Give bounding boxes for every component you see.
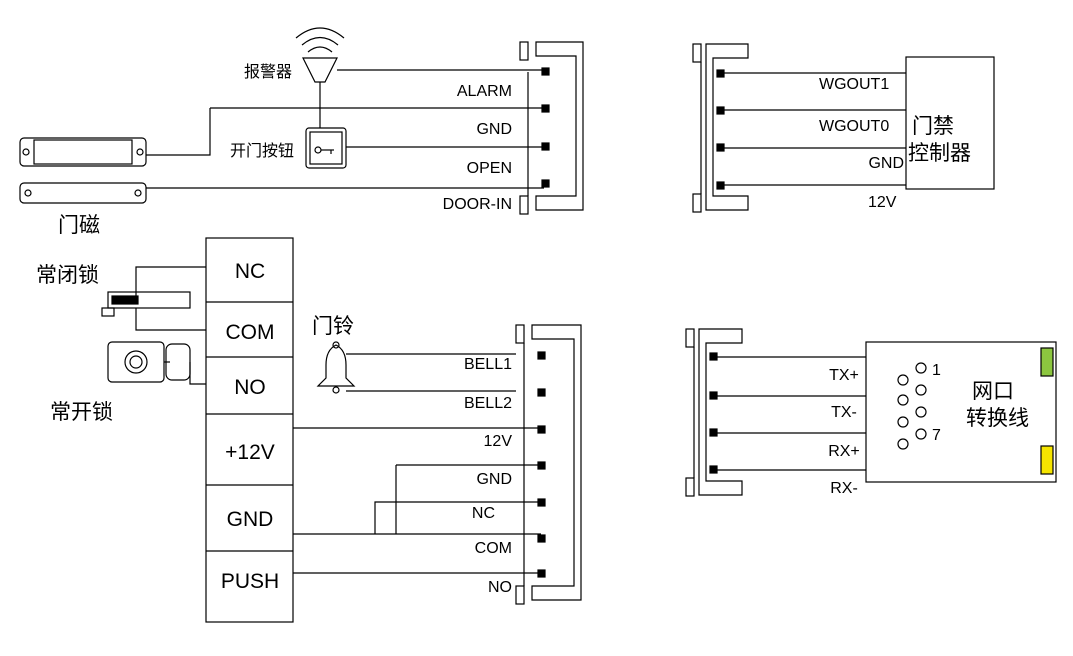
pin-bell2-label: BELL2 xyxy=(464,395,512,412)
converter-label-line2: 转换线 xyxy=(966,406,1029,430)
yellow-led-icon xyxy=(1040,445,1054,475)
door-button-label: 开门按钮 xyxy=(230,141,294,160)
nc-lock-label: 常闭锁 xyxy=(36,263,99,287)
alarm-device-label: 报警器 xyxy=(244,62,292,81)
wiegand-connector xyxy=(692,43,749,213)
terminal-12v-label: +12V xyxy=(225,441,275,464)
green-led-icon xyxy=(1040,347,1054,377)
pin-gnd-label: GND xyxy=(476,121,512,138)
wiegand-section: WGOUT1 WGOUT0 GND 12V 门禁 控制器 xyxy=(692,43,995,213)
pin-gnd-label: GND xyxy=(868,155,904,172)
pin-bell1-label: BELL1 xyxy=(464,356,512,373)
pin-tx-minus-label: TX- xyxy=(831,404,857,421)
terminal-nc-label: NC xyxy=(235,260,265,283)
alarm-section: 报警器 开门按钮 门磁 ALARM GND xyxy=(19,27,584,237)
network-section: 1 7 网口 转换线 TX+ TX- RX+ RX- xyxy=(685,328,1057,497)
nc-lock-icon xyxy=(101,291,191,317)
pin-gnd-label: GND xyxy=(476,471,512,488)
alarm-siren-icon xyxy=(295,27,345,83)
pin-12v-label: 12V xyxy=(868,194,897,211)
pin-rx-plus-label: RX+ xyxy=(828,443,860,460)
pin-alarm-label: ALARM xyxy=(457,83,512,100)
door-sensor-label: 门磁 xyxy=(58,213,100,237)
pin-wgout1-label: WGOUT1 xyxy=(819,76,889,93)
relay-terminal-block xyxy=(205,237,294,623)
relay-section: NC COM NO +12V GND PUSH 常闭锁 常开锁 xyxy=(36,237,582,623)
controller-label-line1: 门禁 xyxy=(912,114,954,138)
pin-rx-minus-label: RX- xyxy=(830,480,858,497)
door-button-icon xyxy=(305,127,347,169)
pin-com-label: COM xyxy=(475,540,512,557)
terminal-no-label: NO xyxy=(234,376,266,399)
converter-label-line1: 网口 xyxy=(972,379,1014,403)
alarm-connector xyxy=(519,41,584,215)
pin-open-label: OPEN xyxy=(467,160,512,177)
terminal-gnd-label: GND xyxy=(227,508,274,531)
door-bell-icon xyxy=(316,341,356,394)
terminal-com-label: COM xyxy=(226,321,275,344)
pin-tx-plus-label: TX+ xyxy=(829,367,859,384)
pin-no-label: NO xyxy=(488,579,512,596)
pin-12v-label: 12V xyxy=(484,433,513,450)
no-lock-icon xyxy=(107,341,191,383)
access-controller-box xyxy=(905,56,995,190)
pin-door-in-label: DOOR-IN xyxy=(443,196,512,213)
network-converter-box xyxy=(865,341,1057,483)
pin-nc-label: NC xyxy=(472,505,495,522)
pin-wgout0-label: WGOUT0 xyxy=(819,118,889,135)
no-lock-label: 常开锁 xyxy=(50,400,113,424)
network-connector xyxy=(685,328,743,497)
port-num-7-label: 7 xyxy=(932,427,941,444)
bell-label: 门铃 xyxy=(312,314,354,338)
terminal-push-label: PUSH xyxy=(221,570,279,593)
controller-label-line2: 控制器 xyxy=(908,141,971,165)
port-num-1-label: 1 xyxy=(932,362,941,379)
rj45-pins-icon xyxy=(897,362,927,450)
door-sensor-icon xyxy=(19,137,147,204)
